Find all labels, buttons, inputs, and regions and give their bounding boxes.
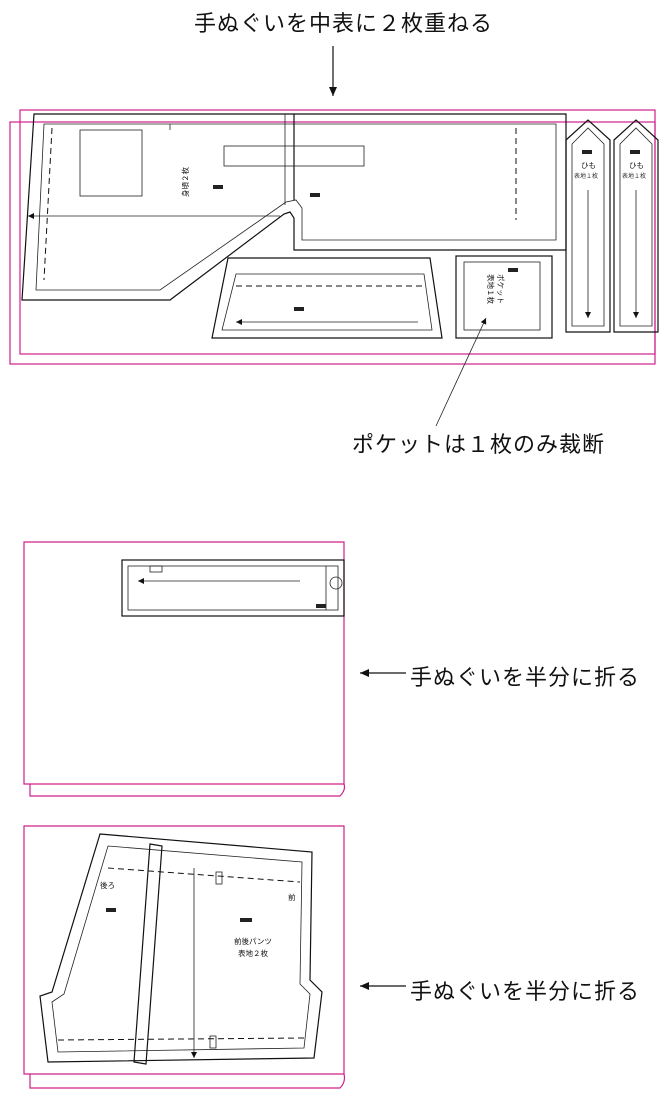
waistband-piece-seam: [221, 273, 433, 331]
bottom-layout: 前後パンツ 表地２枚 後ろ 前: [23, 825, 406, 1089]
tie-1-qty: 表地１枚: [574, 172, 598, 180]
towel-folded-outline-middle: [23, 541, 345, 785]
top-layout: 身頃２枚 ポケット 表地１枚 ひも 表地１枚 ひ: [9, 46, 659, 427]
pocket-pointer: [435, 317, 487, 427]
pants-piece-seam: [51, 845, 311, 1053]
pants-front-label: 前: [288, 892, 296, 902]
loop-placement-mark: [223, 145, 365, 167]
pants-label: 前後パンツ: [234, 936, 272, 946]
pocket-label: ポケット: [496, 274, 505, 304]
tie-2-label: ひも: [629, 161, 644, 170]
tie-2-qty: 表地１枚: [622, 172, 646, 180]
band-button-mark: [329, 576, 343, 590]
pants-piece-outline: [39, 833, 323, 1063]
caption-stack-two-towels: 手ぬぐいを中表に２枚重ねる: [194, 12, 494, 37]
tie-1-label: ひも: [581, 161, 596, 170]
caption-fold-in-half-bottom: 手ぬぐいを半分に折る: [410, 980, 641, 1005]
pocket-piece-seam: [463, 261, 541, 331]
waistband-tag: [294, 307, 304, 311]
pocket-tag: [508, 268, 518, 272]
pants-hem-fold: [57, 1037, 305, 1041]
pants-back-tag: [106, 908, 116, 912]
band-piece-outline: [121, 559, 345, 617]
body-piece-seam: [35, 123, 557, 291]
fold-line-left: [43, 127, 53, 281]
caption-fold-in-half-middle: 手ぬぐいを半分に折る: [410, 666, 641, 691]
towel-folded-outline-bottom: [23, 825, 345, 1075]
pocket-qty: 表地１枚: [486, 274, 496, 304]
band-tag: [316, 604, 326, 608]
pants-qty: 表地２枚: [238, 948, 268, 958]
body-piece-label: 身頃２枚: [180, 167, 190, 197]
pants-notch-bottom: [209, 1035, 217, 1049]
label-tag-mark: [213, 185, 223, 189]
caption-pocket-cut-once: ポケットは１枚のみ裁断: [352, 433, 606, 458]
band-notch: [149, 565, 163, 573]
pocket-placement-mark: [79, 129, 143, 197]
pants-notch-top: [215, 871, 223, 885]
towel-folded-edge-middle: [29, 783, 346, 797]
tie-piece-1: ひも 表地１枚: [565, 119, 611, 333]
label-tag-mark-2: [310, 193, 320, 197]
towel-folded-edge-bottom: [29, 1073, 346, 1089]
pants-waist-fold: [107, 867, 301, 883]
pocket-piece-outline: [455, 255, 553, 339]
pants-back-label: 後ろ: [100, 880, 115, 890]
towel-outline-back: [9, 121, 656, 365]
middle-layout: [23, 541, 406, 797]
towel-outline-front: [19, 109, 656, 355]
waistband-piece-outline: [211, 257, 443, 339]
band-piece-seam: [127, 565, 339, 611]
pants-side-strip: [133, 843, 163, 1065]
pants-tag: [240, 918, 252, 922]
tie-piece-2: ひも 表地１枚: [613, 119, 659, 333]
